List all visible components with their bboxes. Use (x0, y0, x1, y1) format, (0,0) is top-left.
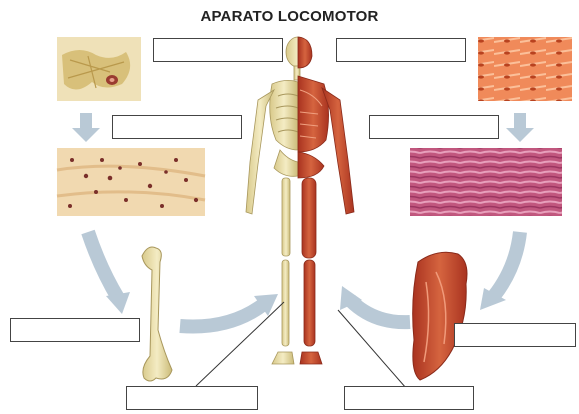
muscle-cell-image (478, 37, 572, 101)
femur-image (142, 247, 172, 381)
label-box-bone-tissue[interactable] (112, 115, 242, 139)
arrow-muscle-tissue-to-organ (494, 232, 520, 296)
label-box-muscle-organ[interactable] (454, 323, 576, 347)
label-box-muscle-tissue[interactable] (369, 115, 499, 139)
arrow-bone-organ-to-system (180, 304, 264, 327)
arrow-bone-tissue-to-organ (88, 232, 118, 298)
arrow-muscle-organ-to-system (350, 300, 410, 322)
human-figure (246, 37, 354, 364)
arrow-muscle-cell-to-tissue (506, 113, 534, 142)
label-box-bone-organ[interactable] (10, 318, 140, 342)
label-box-muscular-system[interactable] (344, 386, 474, 410)
bone-tissue-image (57, 148, 205, 216)
label-box-bone-cell[interactable] (153, 38, 283, 62)
arrow-bone-cell-to-tissue (72, 113, 100, 142)
muscle-tissue-image (410, 148, 562, 216)
bone-cell-image (57, 37, 141, 101)
arm-muscle-image (413, 252, 467, 380)
label-box-skeletal-system[interactable] (126, 386, 258, 410)
label-box-muscle-cell[interactable] (336, 38, 466, 62)
